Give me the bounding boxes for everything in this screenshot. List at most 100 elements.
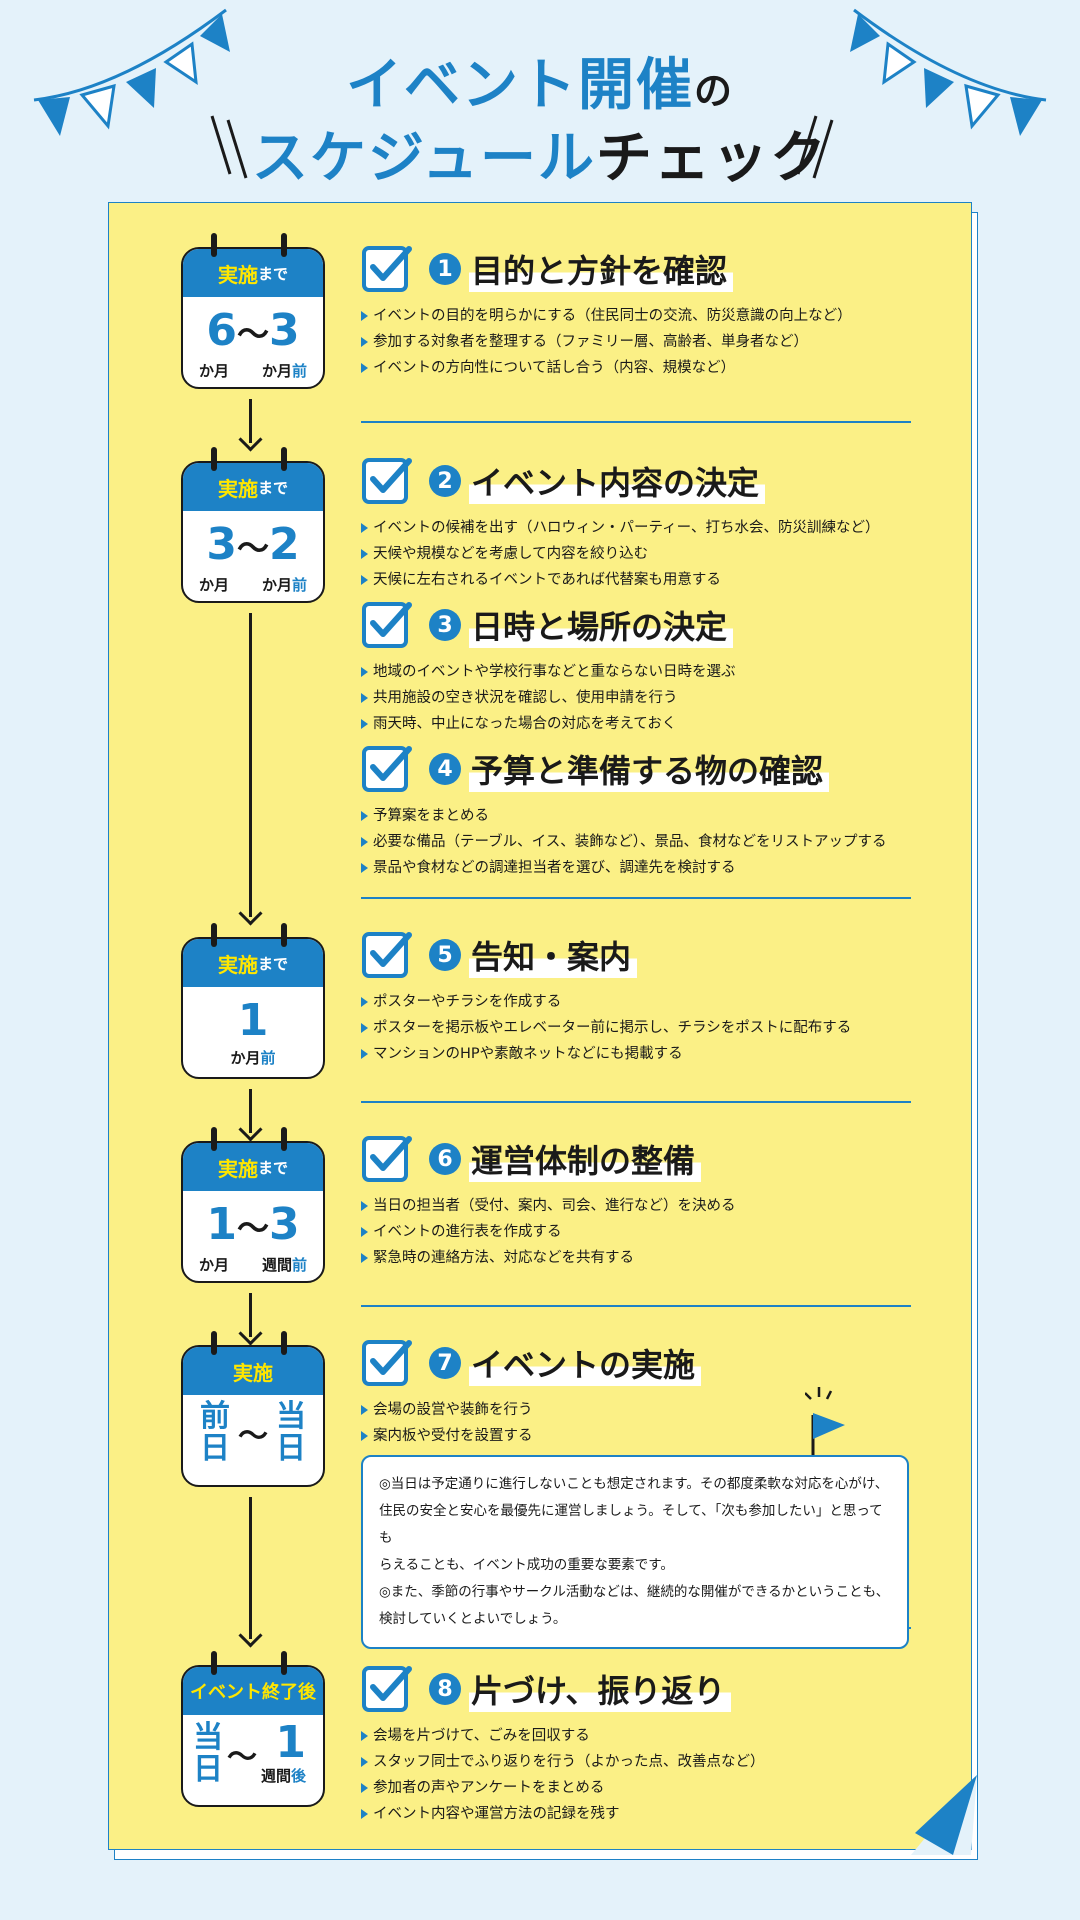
list-item: 地域のイベントや学校行事などと重ならない日時を選ぶ — [361, 659, 961, 685]
timeline-arrowhead — [238, 1117, 263, 1142]
note-line: ◎当日は予定通りに進行しないことも想定されます。その都度柔軟な対応を心がけ、 — [379, 1476, 889, 1492]
list-item-text: 共用施設の空き状況を確認し、使用申請を行う — [373, 690, 678, 706]
list-item-text: スタッフ同士でふり返りを行う（よかった点、改善点など） — [373, 1754, 765, 1770]
list-item-text: 雨天時、中止になった場合の対応を考えておく — [373, 716, 677, 732]
section-items: イベントの目的を明らかにする（住民同士の交流、防災意識の向上など）参加する対象者… — [361, 303, 961, 381]
timeline-line — [249, 1089, 252, 1133]
bunting-right-decoration — [850, 8, 1047, 136]
calendar-label: 実施 — [217, 476, 258, 501]
tilde: 〜 — [238, 1419, 268, 1454]
bullet-arrow-icon — [361, 1253, 368, 1263]
range-start-top: 前 — [200, 1399, 230, 1434]
calendar-ring — [211, 1651, 217, 1675]
checkbox-icon — [362, 458, 412, 504]
note-line: ◎また、季節の行事やサークル活動などは、継続的な開催ができるかということも、 — [379, 1584, 890, 1600]
range-start: 6 — [206, 305, 237, 356]
title-slashes-right-decoration — [796, 115, 834, 179]
unit-right-suffix: 前 — [291, 1256, 307, 1274]
title-line2-suffix: チェック — [596, 126, 829, 191]
calendar-ring — [281, 923, 287, 947]
section-title: イベント内容の決定 — [469, 458, 766, 504]
title-line2-main: スケジュール — [251, 126, 597, 191]
bullet-arrow-icon — [361, 693, 368, 703]
list-item: 共用施設の空き状況を確認し、使用申請を行う — [361, 685, 961, 711]
list-item-text: 景品や食材などの調達担当者を選び、調達先を検討する — [373, 860, 736, 876]
timeline-arrowhead — [238, 1321, 263, 1346]
calendar-after-event: イベント終了後 当日 〜 1 週間後 — [181, 1665, 325, 1807]
unit-right-suffix: 後 — [291, 1767, 307, 1785]
calendar-ring — [281, 1651, 287, 1675]
calendar-label-suffix: まで — [257, 478, 288, 497]
unit-right-suffix: 前 — [260, 1049, 276, 1067]
list-item-text: 会場を片づけて、ごみを回収する — [373, 1728, 590, 1744]
list-item: 雨天時、中止になった場合の対応を考えておく — [361, 711, 961, 737]
timeline-line — [249, 1293, 252, 1337]
section-title: 告知・案内 — [469, 932, 638, 978]
unit-left: か月 — [199, 362, 230, 380]
unit-right: 週間 — [261, 1767, 292, 1785]
bullet-arrow-icon — [361, 997, 368, 1007]
list-item: イベント内容や運営方法の記録を残す — [361, 1801, 961, 1827]
list-item: マンションのHPや素敵ネットなどにも掲載する — [361, 1041, 961, 1067]
bullet-arrow-icon — [361, 1783, 368, 1793]
list-item-text: イベントの進行表を作成する — [373, 1224, 562, 1240]
bullet-arrow-icon — [361, 311, 368, 321]
list-item-text: イベントの方向性について話し合う（内容、規模など） — [373, 360, 736, 376]
unit-left: か月 — [199, 1256, 230, 1274]
section-items: 会場を片づけて、ごみを回収するスタッフ同士でふり返りを行う（よかった点、改善点な… — [361, 1723, 961, 1827]
list-item-text: 天候や規模などを考慮して内容を絞り込む — [373, 546, 649, 562]
range-start: 1 — [206, 1199, 237, 1250]
unit-left: か月 — [199, 576, 230, 594]
flag-icon — [805, 1387, 845, 1459]
section-items: イベントの候補を出す（ハロウィン・パーティー、打ち水会、防災訓練など） 天候や規模… — [361, 515, 961, 593]
list-item: 必要な備品（テーブル、イス、装飾など）、景品、食材などをリストアップする — [361, 829, 961, 855]
list-item: 参加者の声やアンケートをまとめる — [361, 1775, 961, 1801]
range-start-bottom: 日 — [200, 1431, 230, 1466]
section-items: 予算案をまとめる必要な備品（テーブル、イス、装飾など）、景品、食材などをリストア… — [361, 803, 961, 881]
list-item: 天候や規模などを考慮して内容を絞り込む — [361, 541, 961, 567]
timeline-arrowhead — [238, 427, 263, 452]
divider — [361, 897, 911, 899]
list-item: 予算案をまとめる — [361, 803, 961, 829]
list-item-text: イベントの候補を出す（ハロウィン・パーティー、打ち水会、防災訓練など） — [373, 520, 880, 536]
calendar-3-2-months: 実施まで 3〜2 か月か月前 — [181, 461, 325, 603]
calendar-label: 実施 — [233, 1360, 273, 1385]
section-number-badge: 1 — [429, 253, 461, 285]
section-title: 片づけ、振り返り — [469, 1666, 732, 1712]
list-item-text: 当日の担当者（受付、案内、司会、進行など）を決める — [373, 1198, 736, 1214]
calendar-label: 実施 — [217, 262, 258, 287]
checkbox-icon — [362, 1340, 412, 1386]
section-items: ポスターやチラシを作成するポスターを掲示板やエレベーター前に掲示し、チラシをポス… — [361, 989, 961, 1067]
title-slashes-left-decoration — [210, 115, 248, 179]
bullet-arrow-icon — [361, 523, 368, 533]
unit-right: か月 — [230, 1049, 261, 1067]
calendar-label: イベント終了後 — [190, 1682, 316, 1703]
range-start: 1 — [237, 995, 269, 1046]
schedule-paper: 実施まで 6〜3 か月か月前 実施まで 3〜2 か月か月前 実施まで 1 か月前… — [108, 202, 977, 1855]
list-item-text: 天候に左右されるイベントであれば代替案も用意する — [373, 572, 721, 588]
note-line: 検討していくとよいでしょう。 — [379, 1611, 567, 1627]
timeline-line — [249, 399, 252, 443]
title-line1-suffix: の — [693, 69, 734, 113]
section-number-badge: 8 — [429, 1673, 461, 1705]
list-item: イベントの候補を出す（ハロウィン・パーティー、打ち水会、防災訓練など） — [361, 515, 961, 541]
list-item-text: 地域のイベントや学校行事などと重ならない日時を選ぶ — [373, 664, 736, 680]
bullet-arrow-icon — [361, 363, 368, 373]
divider — [361, 1101, 911, 1103]
list-item: 案内板や受付を設置する — [361, 1423, 961, 1449]
bullet-arrow-icon — [361, 337, 368, 347]
calendar-1-month-3-weeks: 実施まで 1〜3 か月週間前 — [181, 1141, 325, 1283]
list-item-text: 必要な備品（テーブル、イス、装飾など）、景品、食材などをリストアップする — [373, 834, 887, 850]
bullet-arrow-icon — [361, 1757, 368, 1767]
range-end: 1 — [275, 1717, 307, 1768]
calendar-ring — [211, 233, 217, 257]
section-title: 予算と準備する物の確認 — [469, 746, 830, 792]
calendar-label: 実施 — [217, 1156, 258, 1181]
